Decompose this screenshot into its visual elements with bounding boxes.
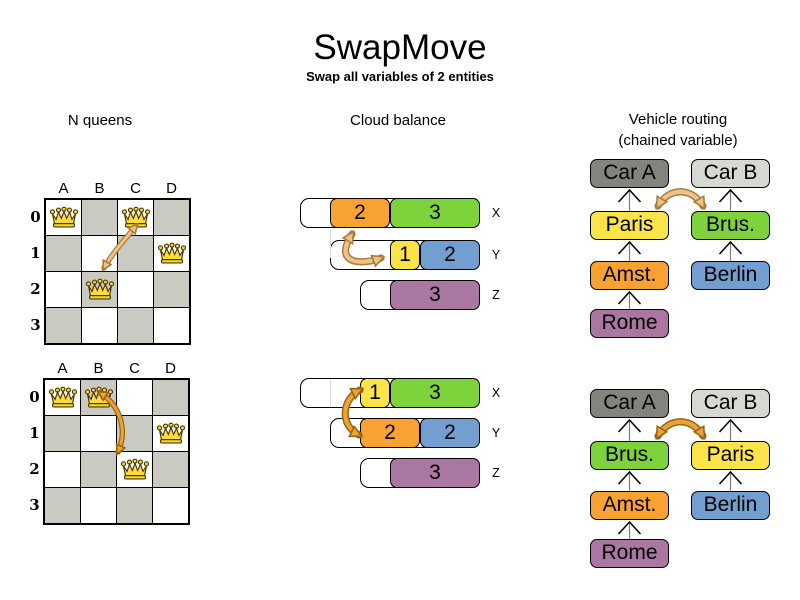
- board-cell: [46, 272, 81, 307]
- page-title: SwapMove: [313, 28, 487, 67]
- board-cell: [118, 308, 153, 343]
- board-col-label: B: [93, 360, 104, 377]
- board-cell: [81, 488, 116, 523]
- board-cell: [154, 200, 189, 235]
- board-row-label: 2: [29, 460, 40, 478]
- board-cell: [82, 272, 117, 307]
- board-row-label: 2: [30, 280, 41, 298]
- board-cell: [45, 452, 80, 487]
- routing-label-line1: Vehicle routing: [628, 111, 728, 128]
- process-block: 3: [390, 378, 480, 408]
- board-cell: [46, 236, 81, 271]
- computer-label: X: [491, 206, 501, 220]
- board-cell: [46, 308, 81, 343]
- section-label-cloud: Cloud balance: [350, 112, 446, 129]
- board-cell: [117, 452, 152, 487]
- queen-icon: [157, 242, 186, 263]
- board-row-label: 1: [30, 244, 41, 262]
- board-cell: [154, 308, 189, 343]
- board-cell: [82, 308, 117, 343]
- section-label-nqueens: N queens: [67, 112, 133, 129]
- board-cell: [45, 488, 80, 523]
- computer-label: Z: [492, 466, 500, 480]
- process-block: 1: [390, 240, 420, 270]
- queen-icon: [120, 458, 149, 479]
- visit-box: Brus.: [691, 211, 770, 240]
- board-col-label: B: [94, 180, 105, 197]
- process-block: 2: [420, 418, 480, 448]
- computer-label: Y: [491, 248, 501, 262]
- process-block: 3: [390, 458, 480, 488]
- process-block: 3: [390, 198, 480, 228]
- process-block: 2: [420, 240, 480, 270]
- queen-icon: [49, 206, 78, 227]
- board-col-label: C: [130, 180, 141, 197]
- board-row-label: 0: [29, 388, 40, 406]
- process-block: 3: [390, 280, 480, 310]
- board-row-label: 3: [29, 496, 40, 514]
- visit-box: Amst.: [590, 491, 669, 520]
- board-cell: [45, 380, 80, 415]
- visit-box: Brus.: [590, 441, 669, 470]
- process-block: 2: [330, 198, 390, 228]
- vehicle-box: Car B: [691, 159, 770, 188]
- board-cell: [45, 416, 80, 451]
- routing-label-line2: (chained variable): [618, 132, 738, 149]
- nqueens-board-before: A B C D 0 1 2 3: [28, 178, 194, 348]
- board-row-label: 0: [30, 208, 41, 226]
- visit-box: Paris: [590, 211, 669, 240]
- process-block: 1: [360, 378, 390, 408]
- process-block: 2: [360, 418, 420, 448]
- visit-box: Rome: [590, 539, 669, 568]
- board-col-label: D: [165, 360, 176, 377]
- board-cell: [153, 488, 188, 523]
- faint-guide-line: [330, 379, 331, 407]
- vehicle-box: Car B: [691, 389, 770, 418]
- board-cell: [81, 452, 116, 487]
- visit-box: Amst.: [590, 261, 669, 290]
- board-cell: [153, 380, 188, 415]
- board-cell: [46, 200, 81, 235]
- board-cell: [117, 488, 152, 523]
- board-col-label: D: [166, 180, 177, 197]
- board-row-label: 1: [29, 424, 40, 442]
- section-label-routing: Vehicle routing (chained variable): [578, 109, 778, 151]
- queen-icon: [85, 278, 114, 299]
- computer-label: X: [491, 386, 501, 400]
- computer-label: Y: [491, 426, 501, 440]
- faint-guide-line: [330, 230, 331, 258]
- visit-box: Paris: [691, 441, 770, 470]
- board-col-label: A: [58, 180, 69, 197]
- board-col-label: C: [129, 360, 140, 377]
- visit-box: Berlin: [691, 261, 770, 290]
- queen-icon: [48, 386, 77, 407]
- page-subtitle: Swap all variables of 2 entities: [306, 69, 494, 84]
- chessboard: [44, 198, 191, 345]
- board-cell: [154, 236, 189, 271]
- vehicle-box: Car A: [590, 159, 669, 188]
- computer-label: Z: [492, 288, 500, 302]
- board-cell: [153, 452, 188, 487]
- board-col-label: A: [57, 360, 68, 377]
- visit-box: Rome: [590, 309, 669, 338]
- queen-icon: [156, 422, 185, 443]
- board-cell: [153, 416, 188, 451]
- vehicle-box: Car A: [590, 389, 669, 418]
- board-cell: [154, 272, 189, 307]
- board-row-label: 3: [30, 316, 41, 334]
- board-cell: [118, 272, 153, 307]
- visit-box: Berlin: [691, 491, 770, 520]
